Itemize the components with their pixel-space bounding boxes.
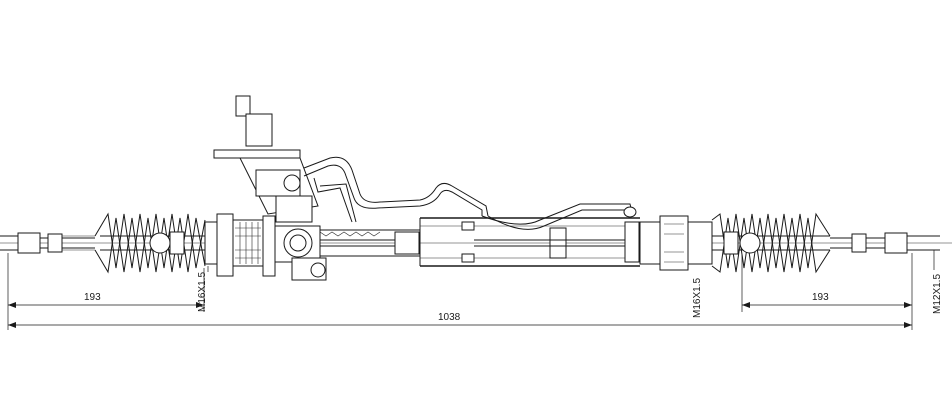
right-tie-rod-end	[830, 232, 940, 254]
dimension-right-193: 193	[741, 253, 913, 330]
pinion-gear	[283, 228, 313, 258]
left-tie-rod-end	[0, 232, 95, 254]
right-inner-ball-joint	[739, 232, 761, 254]
overall-length-dimension: 1038	[438, 312, 461, 323]
left-bellows-boot	[94, 212, 206, 274]
valve-body	[213, 95, 319, 223]
dimension-left-193: 193	[7, 253, 205, 330]
valve-flange	[213, 149, 301, 159]
dimension-overall-1038: 1038	[8, 312, 912, 328]
end-thread-label: M12X1.5	[932, 274, 943, 314]
left-tie-rod-dimension: 193	[84, 292, 101, 303]
right-thread-label: M16X1.5	[692, 278, 703, 318]
left-inner-ball-joint	[149, 232, 171, 254]
rack-housing	[204, 213, 713, 281]
right-bellows-boot	[711, 212, 831, 274]
input-shaft	[235, 95, 251, 117]
left-end-nut	[17, 232, 41, 254]
right-end-nut	[884, 232, 908, 254]
piston	[549, 227, 567, 259]
right-tie-rod-dimension: 193	[812, 292, 829, 303]
rack-teeth	[319, 231, 381, 237]
hydraulic-pipes	[303, 156, 637, 230]
left-thread-label: M16X1.5	[197, 272, 208, 312]
